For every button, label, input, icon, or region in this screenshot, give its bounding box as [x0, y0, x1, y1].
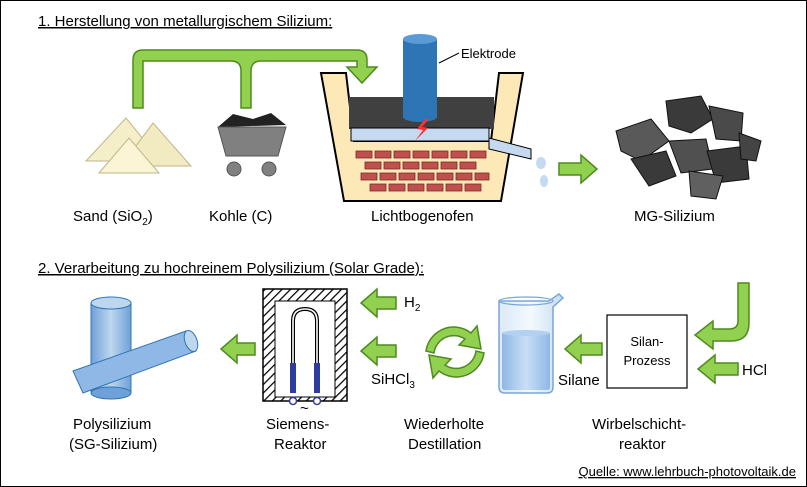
- siemens-label-line2: Reaktor: [274, 436, 327, 453]
- sihcl3-label: SiHCl3: [371, 371, 415, 391]
- sand-label: Sand (SiO2): [73, 208, 153, 228]
- hcl-arrow: [696, 353, 739, 385]
- electrode-icon: [403, 34, 437, 141]
- siemens-reactor-icon: [262, 288, 348, 406]
- beaker-icon: [498, 293, 565, 394]
- siemens-tilde: ~: [300, 400, 309, 417]
- furnace-label: Lichtbogenofen: [371, 208, 474, 225]
- h2-label: H2: [404, 294, 421, 314]
- mg-silicon-icon: [615, 95, 762, 200]
- arrow-to-beaker: [563, 333, 603, 365]
- distillation-label-line2: Destillation: [408, 436, 481, 453]
- silane-process-line1: Silan-: [630, 334, 663, 349]
- silane-process-box: [606, 314, 688, 389]
- hcl-label: HCl: [742, 362, 767, 379]
- arrow-to-mg-silicon: [558, 153, 599, 185]
- distillation-cycle-icon: [425, 324, 485, 380]
- mg-silicon-label: MG-Silizium: [634, 208, 715, 225]
- arrow-to-polysilicon: [219, 333, 256, 365]
- electrode-label: Elektrode: [461, 46, 516, 61]
- wirbelschicht-label-line1: Wirbelschicht-: [592, 416, 686, 433]
- h2-arrow: [359, 287, 397, 319]
- coal-cart-icon: [217, 113, 287, 177]
- electrode-pointer: [438, 52, 460, 64]
- section2-heading: 2. Verarbeitung zu hochreinem Polysilizi…: [38, 260, 424, 277]
- sihcl3-arrow: [359, 335, 397, 367]
- polysilicon-label-line2: (SG-Silizium): [69, 436, 157, 453]
- wirbelschicht-label-line2: reaktor: [619, 436, 666, 453]
- section1-heading: 1. Herstellung von metallurgischem Siliz…: [38, 13, 332, 30]
- silane-process-line2: Prozess: [624, 353, 671, 368]
- coal-label: Kohle (C): [209, 208, 272, 225]
- silane-label: Silane: [558, 372, 600, 389]
- distillation-label-line1: Wiederholte: [404, 416, 484, 433]
- feed-arrow: [132, 49, 379, 109]
- polysilicon-icon: [72, 296, 199, 400]
- siemens-label-line1: Siemens-: [266, 416, 329, 433]
- recycle-feed-arrow: [693, 282, 750, 351]
- polysilicon-label-line1: Polysilizium: [73, 416, 151, 433]
- source-credit: Quelle: www.lehrbuch-photovoltaik.de: [578, 464, 796, 479]
- sand-icon: [84, 117, 193, 174]
